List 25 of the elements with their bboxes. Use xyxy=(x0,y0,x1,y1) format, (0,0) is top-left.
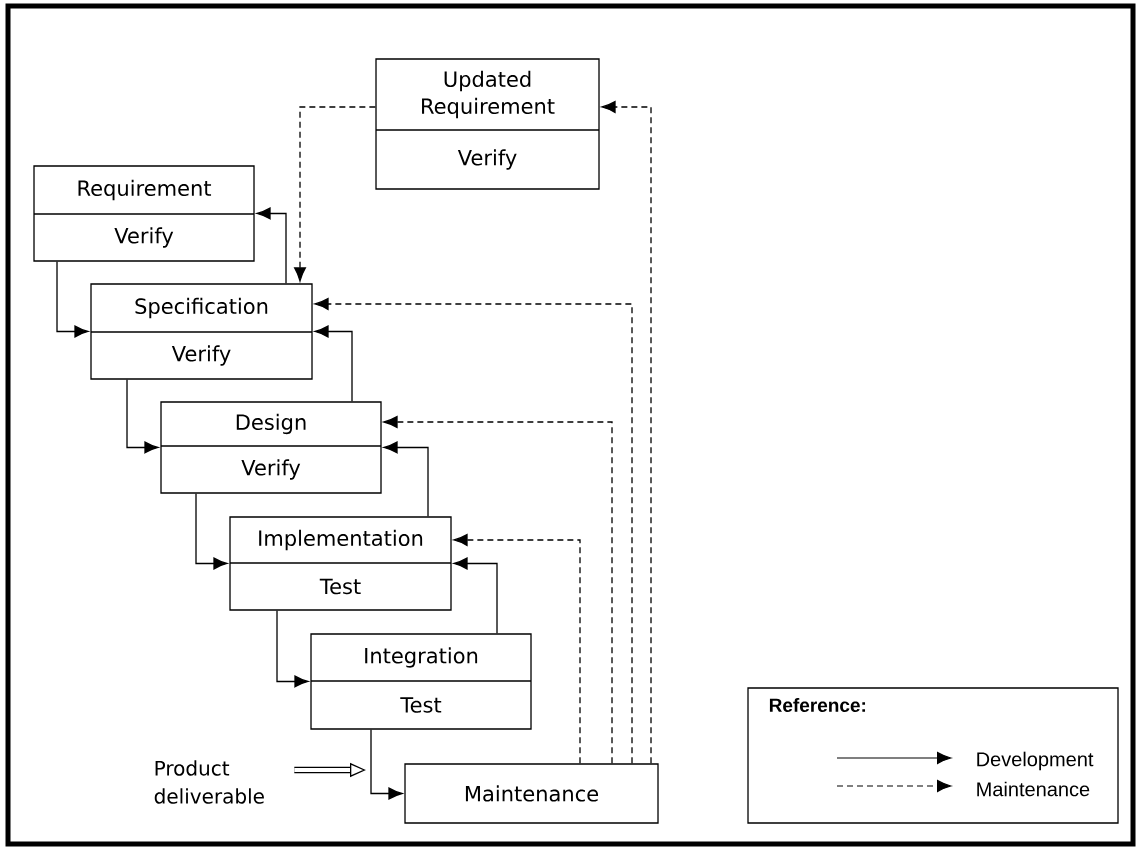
stage-box: Specification Verify xyxy=(90,283,313,380)
legend-text: Development xyxy=(977,751,1094,771)
stage-box: Updated Requirement Verify xyxy=(375,58,600,190)
arrow xyxy=(126,379,159,454)
arrow xyxy=(314,298,633,764)
arrow xyxy=(601,101,652,764)
note-text: Product deliverable xyxy=(154,760,264,804)
legend-text: Maintenance xyxy=(977,781,1090,797)
arrow xyxy=(370,729,403,800)
arrow xyxy=(453,557,498,634)
arrow xyxy=(314,325,353,402)
arrow xyxy=(56,261,89,338)
stage-box: Requirement Verify xyxy=(33,165,255,262)
arrow xyxy=(256,207,287,284)
stage-box: Integration Test xyxy=(310,633,532,730)
stage-box: Implementation Test xyxy=(229,516,452,611)
arrow xyxy=(276,610,309,688)
arrow xyxy=(294,106,376,282)
stage-box: Design Verify xyxy=(160,401,382,494)
stage-box: Maintenance xyxy=(404,763,659,824)
arrow xyxy=(383,416,613,764)
arrow xyxy=(195,493,228,570)
arrow xyxy=(453,534,581,764)
arrow xyxy=(383,441,429,517)
legend-title: Reference: xyxy=(769,698,865,712)
